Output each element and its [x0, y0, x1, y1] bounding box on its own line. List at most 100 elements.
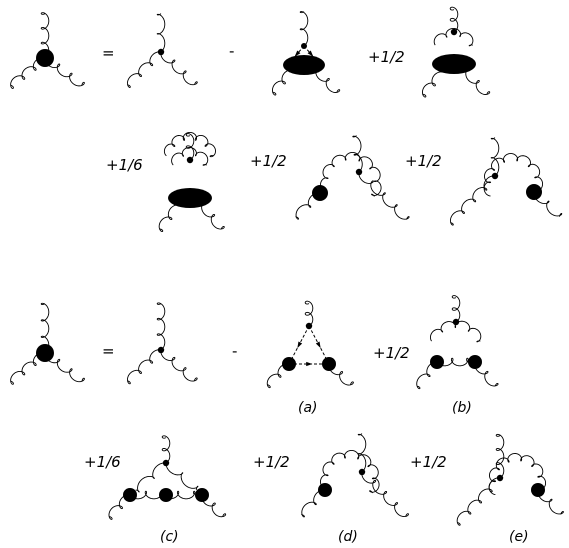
gluon-line: [416, 361, 438, 390]
gluon-line: [495, 433, 505, 479]
full-vertex-dot: [312, 185, 328, 201]
gluon-line: [451, 295, 461, 323]
gluon-line: [160, 51, 198, 86]
full-vertex-dot: [318, 483, 332, 497]
gluon-arc: [433, 27, 474, 47]
gluon-line: [304, 300, 314, 327]
gluon-line: [156, 13, 166, 53]
full-vertex-dot: [322, 357, 336, 371]
gluon-line: [108, 494, 131, 520]
gluon-line: [436, 357, 469, 367]
vertex-dot: [157, 346, 165, 354]
gluon-line: [127, 349, 162, 385]
gluon-line: [127, 51, 162, 88]
gluon-line: [301, 489, 326, 518]
gluon-line: [533, 191, 563, 217]
gluon-arc: [163, 131, 216, 158]
eq2-ghost-triangle: [266, 300, 354, 389]
gluon-line: [201, 204, 225, 230]
vertex-dot: [162, 459, 170, 467]
gluon-line: [40, 302, 50, 354]
gluon-line: [40, 12, 50, 59]
tag-c: (c): [160, 529, 179, 545]
gluon-arc: [320, 450, 380, 494]
full-vertex-dot: [159, 488, 173, 502]
gluon-line: [10, 352, 46, 385]
tag-b: (b): [452, 400, 472, 416]
gluon-arc: [171, 146, 209, 166]
eq1-coefficient-c: +1/6: [106, 156, 143, 174]
gluon-line: [421, 71, 443, 98]
gluon-line: [352, 135, 363, 173]
gluon-line: [185, 133, 195, 161]
vertex-dot: [450, 28, 458, 36]
eq2-coefficient-b: +1/2: [373, 344, 410, 362]
eq1-full-vertex: [10, 12, 85, 89]
gluon-line: [44, 57, 85, 87]
eq2-gluon-triangle: [416, 295, 499, 390]
ghost-arrow: [297, 341, 303, 349]
full-vertex-dot: [282, 357, 296, 371]
gluon-line: [161, 435, 171, 464]
gluon-line: [44, 352, 85, 383]
gluon-line: [295, 192, 321, 220]
eq1-minus-sign: -: [229, 42, 234, 60]
eq2-coefficient-e: +1/2: [410, 453, 447, 471]
ghost-arrow: [294, 50, 301, 57]
gluon-line: [537, 489, 564, 515]
eq2-bare-vertex: [127, 302, 198, 385]
eq1-equals-sign: =: [102, 44, 115, 62]
ghost-arrow: [315, 341, 321, 349]
gluon-line: [165, 462, 199, 490]
eq1-ghost-loop-blob: [271, 11, 341, 96]
eq1-coefficient-e: +1/2: [405, 152, 442, 170]
vertex-dot: [157, 48, 165, 56]
ghost-arrow: [306, 361, 313, 367]
eq2-minus-sign: -: [232, 342, 237, 360]
gluon-line: [474, 361, 499, 387]
full-vertex-dot: [36, 49, 54, 67]
gluon-arc: [483, 153, 544, 197]
blob-vertex: [168, 188, 212, 208]
full-vertex-dot: [36, 344, 54, 362]
blob-vertex: [283, 55, 325, 75]
full-vertex-dot: [123, 488, 137, 502]
gluon-line: [135, 462, 167, 493]
gluon-line: [201, 494, 227, 518]
tag-e: (e): [509, 529, 529, 545]
gluon-line: [358, 171, 410, 220]
tag-d: (d): [338, 529, 358, 545]
gluon-arc: [320, 152, 382, 197]
blob-vertex: [432, 54, 476, 74]
gluon-line: [160, 349, 198, 382]
gluon-arc: [488, 453, 547, 495]
eq2-full-vertex: [10, 302, 85, 385]
gluon-line: [456, 477, 501, 526]
eq2-coefficient-c: +1/6: [84, 453, 121, 471]
gluon-line: [449, 6, 459, 33]
gluon-line: [449, 175, 496, 226]
eq1-bare-vertex: [127, 13, 198, 88]
gluon-line: [357, 433, 367, 473]
gluon-line: [299, 11, 309, 47]
gluon-line: [266, 363, 290, 389]
eq2-coefficient-d: +1/2: [253, 453, 290, 471]
ghost-arrow: [307, 50, 314, 57]
eq2-right-loop: [456, 433, 564, 526]
gluon-line: [328, 363, 354, 386]
gluon-line: [490, 137, 500, 177]
full-vertex-dot: [195, 488, 209, 502]
eq1-two-loop-blob: [158, 131, 225, 232]
full-vertex-dot: [430, 355, 444, 369]
gluon-line: [156, 302, 166, 351]
eq1-gluon-loop-blob: [421, 6, 491, 98]
diagram-graphics: [10, 6, 564, 526]
vertex-dot: [186, 156, 194, 164]
gluon-line: [271, 69, 293, 96]
eq1-right-loop-blob: [449, 137, 563, 226]
vertex-dot: [301, 43, 307, 49]
eq1-coefficient-b: +1/2: [368, 48, 405, 66]
full-vertex-dot: [468, 355, 482, 369]
eq2-left-loop: [301, 433, 409, 518]
